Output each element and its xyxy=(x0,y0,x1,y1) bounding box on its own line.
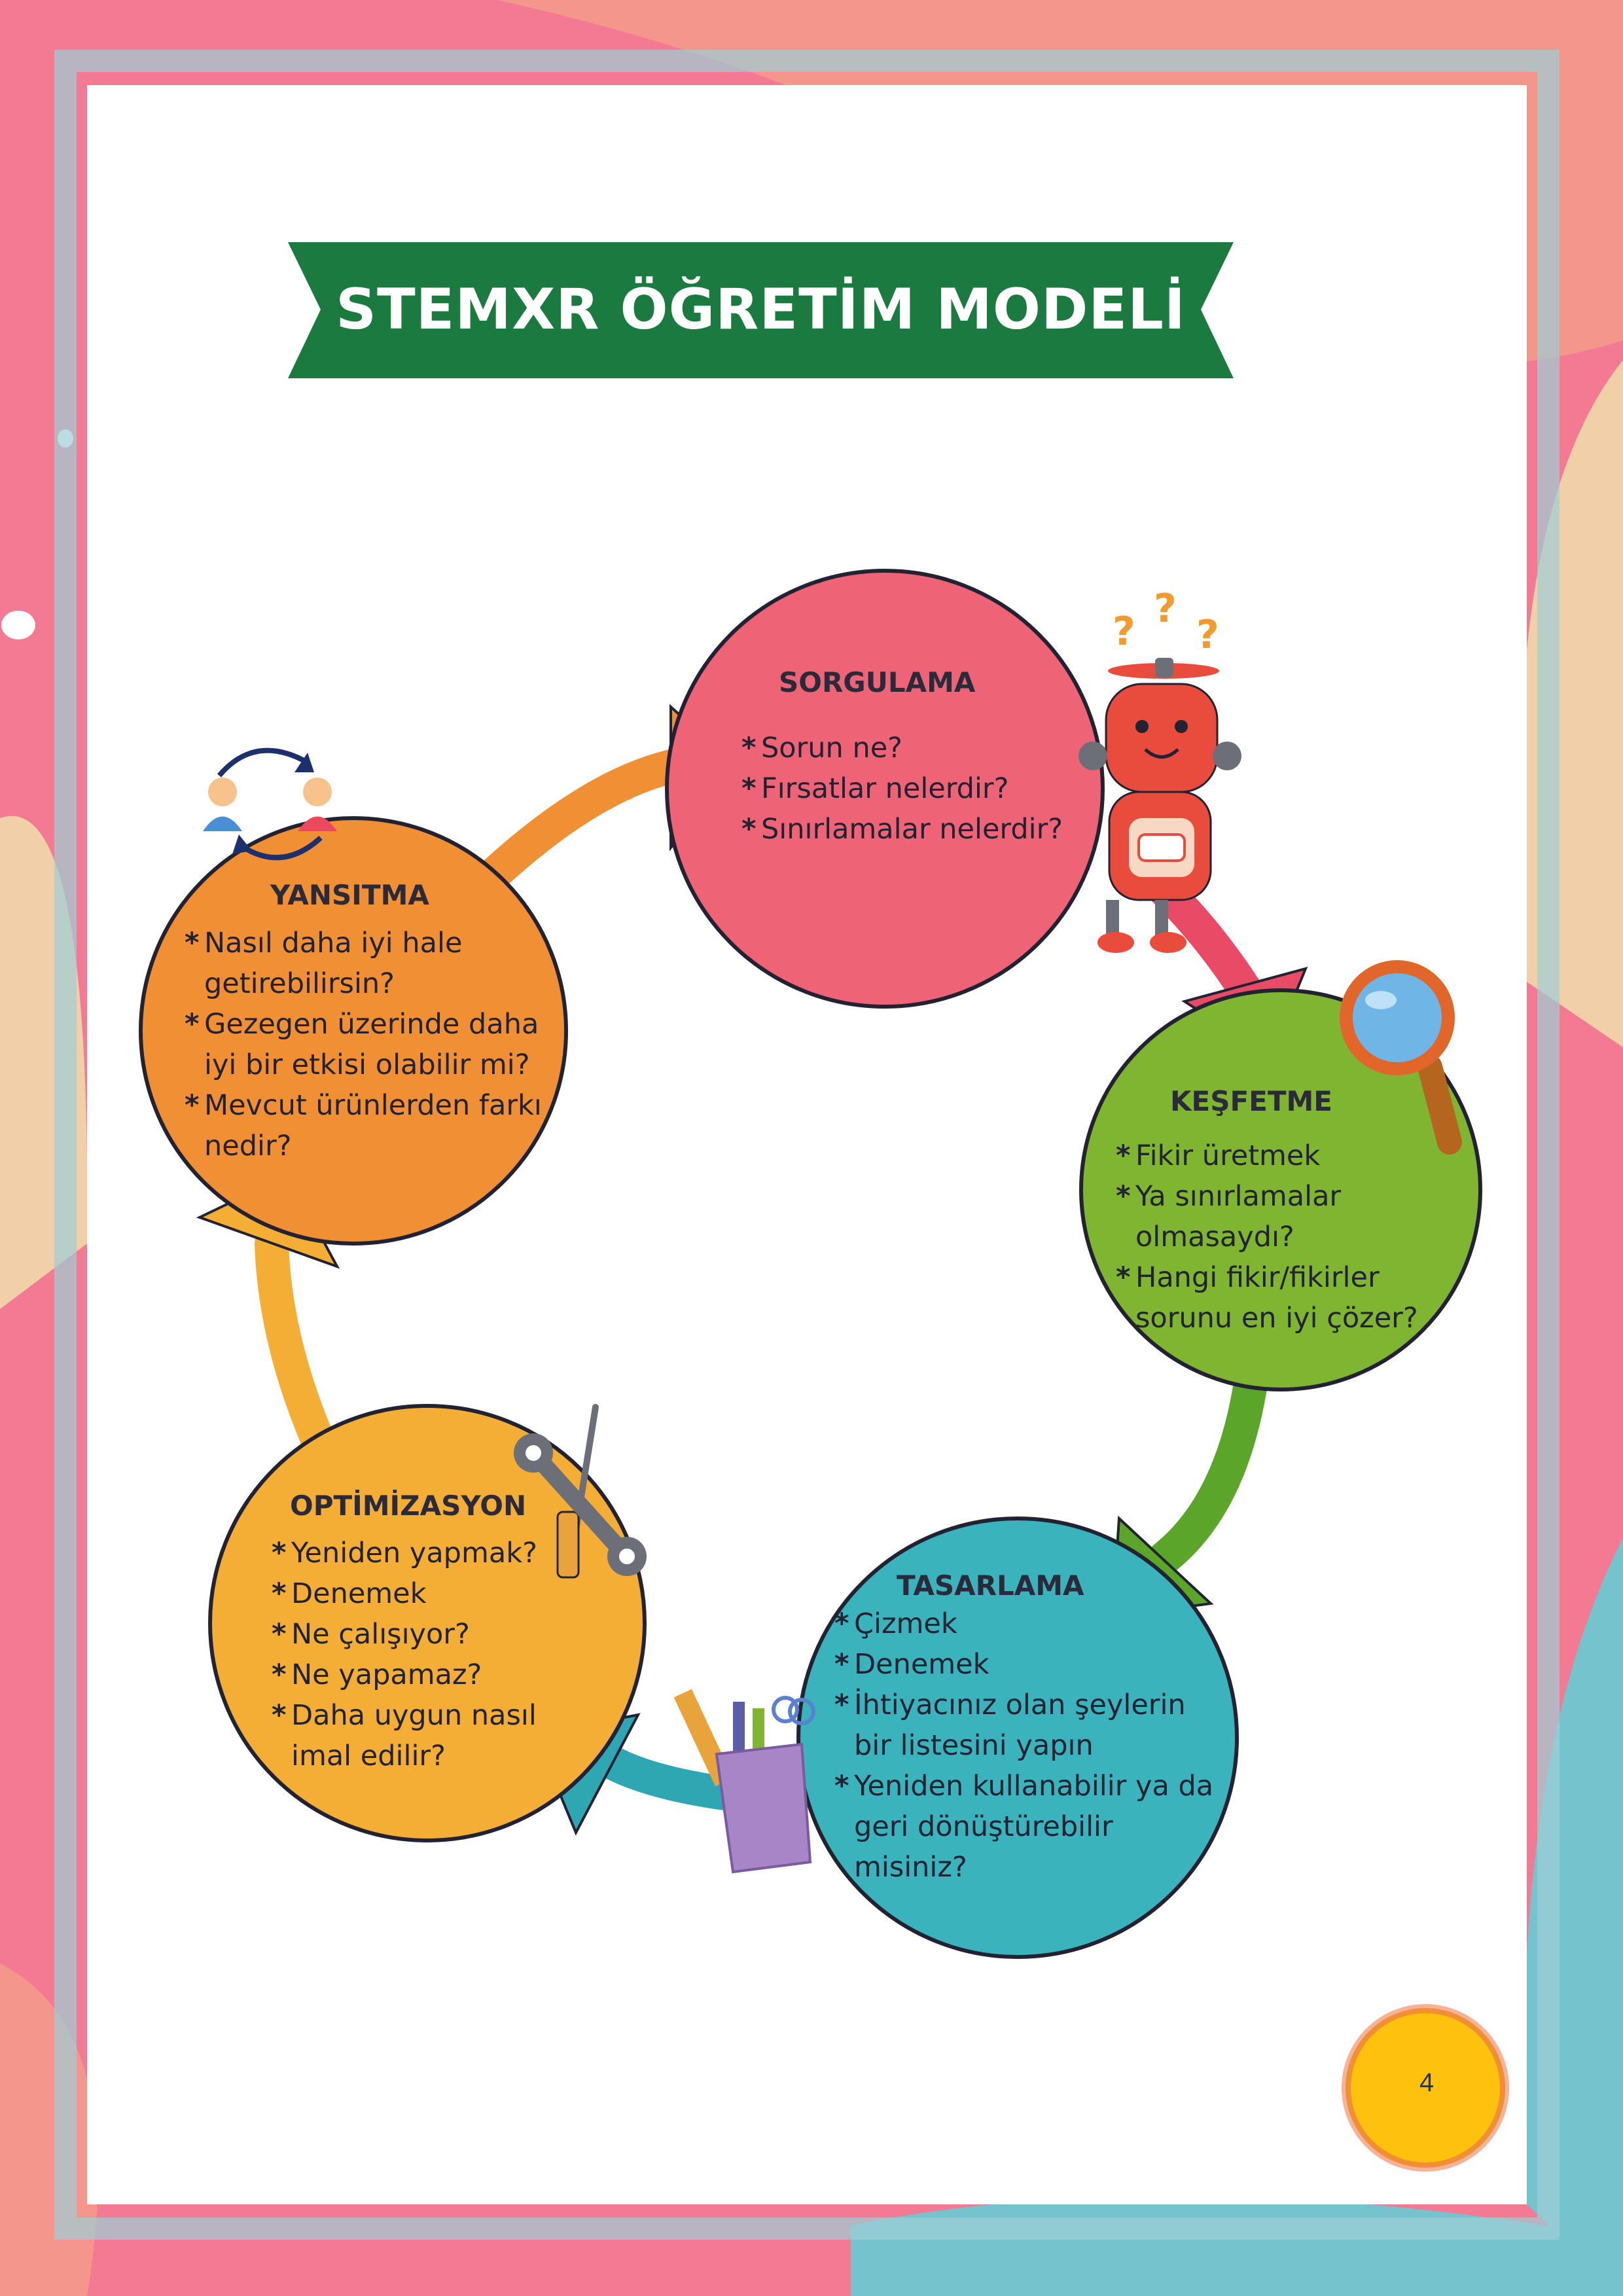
list-item: Çizmek xyxy=(834,1604,1227,1644)
list-item: Ne çalışıyor? xyxy=(272,1614,560,1655)
page-number: 4 xyxy=(1419,2068,1435,2097)
list-item: Ne yapamaz? xyxy=(272,1655,560,1695)
list-item: Nasıl daha iyi hale getirebilirsin? xyxy=(185,923,544,1004)
svg-text:?: ? xyxy=(1113,609,1135,655)
list-item: Ya sınırlamalar olmasaydı? xyxy=(1116,1176,1436,1257)
list-item: Gezegen üzerinde daha iyi bir etkisi ola… xyxy=(185,1004,544,1085)
title-banner xyxy=(288,242,1234,378)
list-item: İhtiyacınız olan şeylerin bir listesini … xyxy=(834,1685,1227,1766)
svg-text:?: ? xyxy=(1154,586,1177,632)
stage-list-tasarlama: Çizmek Denemek İhtiyacınız olan şeylerin… xyxy=(834,1604,1227,1888)
stage-list-optimizasyon: Yeniden yapmak? Denemek Ne çalışıyor? Ne… xyxy=(272,1533,560,1776)
stage-list-sorgulama: Sorun ne? Fırsatlar nelerdir? Sınırlamal… xyxy=(741,728,1095,850)
magnifier-icon xyxy=(1340,960,1462,1155)
stage-title-sorgulama: SORGULAMA xyxy=(779,666,976,698)
stage-title-optimizasyon: OPTİMİZASYON xyxy=(290,1490,527,1522)
list-item: Denemek xyxy=(272,1573,560,1614)
list-item: Yeniden kullanabilir ya da geri dönüştür… xyxy=(834,1766,1227,1888)
list-item: Sorun ne? xyxy=(741,728,1095,768)
stage-title-yansitma: YANSITMA xyxy=(270,879,429,911)
list-item: Fırsatlar nelerdir? xyxy=(741,768,1095,809)
page-number-badge xyxy=(1342,2004,1509,2172)
pencil-cup-icon xyxy=(673,1689,815,1874)
arrow-yansitma-to-sorgulama xyxy=(471,749,691,897)
svg-text:?: ? xyxy=(1196,612,1219,658)
page-title: STEMXR ÖĞRETİM MODELİ xyxy=(336,277,1186,342)
tools-icon xyxy=(514,1404,647,1579)
list-item: Sınırlamalar nelerdir? xyxy=(741,809,1095,850)
stage-title-tasarlama: TASARLAMA xyxy=(897,1570,1084,1602)
list-item: Denemek xyxy=(834,1644,1227,1685)
stage-title-kesfetme: KEŞFETME xyxy=(1170,1085,1333,1117)
arrow-kesfetme-to-tasarlama xyxy=(1148,1371,1267,1575)
list-item: Mevcut ürünlerden farkı nedir? xyxy=(185,1085,544,1166)
list-item: Hangi fikir/fikirler sorunu en iyi çözer… xyxy=(1116,1257,1436,1338)
robot-icon: ? ? ? xyxy=(1079,586,1241,953)
list-item: Yeniden yapmak? xyxy=(272,1533,560,1573)
stage-list-kesfetme: Fikir üretmek Ya sınırlamalar olmasaydı?… xyxy=(1116,1136,1436,1338)
stage-list-yansitma: Nasıl daha iyi hale getirebilirsin? Geze… xyxy=(185,923,544,1166)
exchange-people-icon xyxy=(203,747,337,861)
arrow-optimizasyon-to-yansitma xyxy=(255,1227,338,1463)
list-item: Fikir üretmek xyxy=(1116,1136,1436,1176)
list-item: Daha uygun nasıl imal edilir? xyxy=(272,1695,560,1776)
